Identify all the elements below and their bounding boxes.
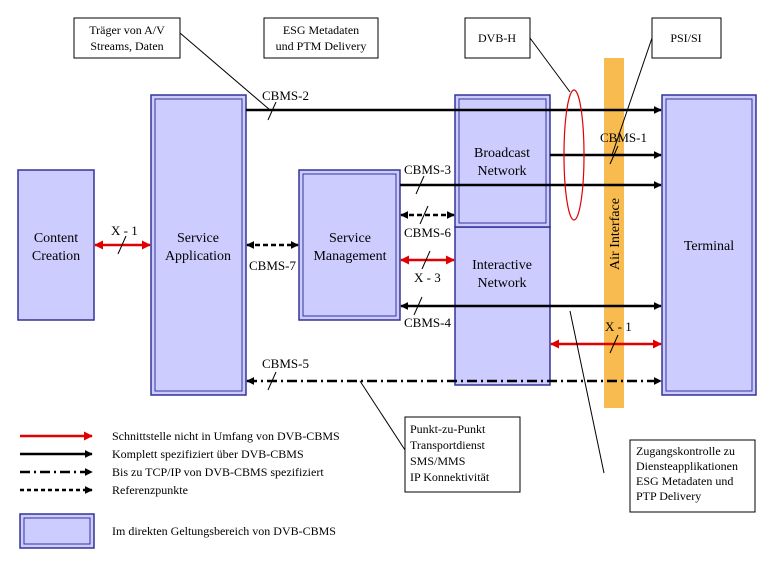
punkt-note: Punkt-zu-Punkt Transportdienst SMS/MMS I… (404, 416, 521, 493)
cbms-5-arrow (246, 371, 662, 391)
psisi-note: PSI/SI (651, 17, 722, 59)
cbms-6-label: CBMS-6 (404, 225, 451, 240)
dvb-h-note: DVB-H (464, 17, 531, 59)
cbms-7-label: CBMS-7 (249, 258, 296, 273)
zugang-note-line4: PTP Delivery (636, 489, 701, 503)
cbms-2-label: CBMS-2 (262, 88, 309, 103)
traeger-leader-line (179, 32, 271, 111)
content-creation-box: Content Creation (17, 169, 95, 321)
service-application-label-line1: Service (177, 231, 219, 246)
legend-label-red: Schnittstelle nicht in Umfang von DVB-CB… (112, 429, 340, 443)
cbms-3-arrow (400, 175, 662, 195)
zugang-note-line3: ESG Metadaten und (636, 474, 733, 488)
x-1-left-label: X - 1 (111, 223, 138, 238)
cbms-2-arrow (246, 101, 662, 121)
service-application-label-line2: Application (165, 249, 231, 264)
air-interface-band (604, 58, 624, 408)
interactive-network-label-line2: Network (478, 276, 527, 291)
x-1-right-arrow (550, 334, 662, 354)
legend-item-dashdot: Bis zu TCP/IP von DVB-CBMS spezifiziert (20, 465, 324, 479)
x-3-label: X - 3 (414, 270, 441, 285)
cbms-4-arrow (400, 296, 662, 316)
legend-item-dotted: Referenzpunkte (20, 483, 188, 497)
legend-label-box: Im direkten Geltungsbereich von DVB-CBMS (112, 524, 336, 538)
traeger-note-line2: Streams, Daten (90, 39, 163, 53)
broadcast-network-box: Broadcast Network (454, 94, 551, 228)
cbms-1-arrow (550, 145, 662, 165)
dvb-h-ellipse (563, 89, 585, 221)
zugang-note: Zugangskontrolle zu Diensteapplikationen… (629, 439, 756, 513)
psisi-leader-line (611, 37, 653, 156)
interactive-network-label-line1: Interactive (472, 258, 532, 273)
legend-label-solid: Komplett spezifiziert über DVB-CBMS (112, 447, 304, 461)
punkt-note-line1: Punkt-zu-Punkt (410, 422, 486, 436)
content-creation-label-line1: Content (34, 231, 78, 246)
cbms-3-label: CBMS-3 (404, 162, 451, 177)
zugang-note-line1: Zugangskontrolle zu (636, 444, 735, 458)
x-1-left-arrow (94, 235, 151, 255)
zugang-leader-line (569, 310, 605, 474)
legend-label-dotted: Referenzpunkte (112, 483, 188, 497)
cbms-1-label: CBMS-1 (600, 130, 647, 145)
punkt-leader-line (359, 380, 406, 451)
terminal-label: Terminal (684, 239, 734, 254)
punkt-note-line3: SMS/MMS (410, 454, 465, 468)
cbms-4-label: CBMS-4 (404, 315, 451, 330)
dvb-h-leader-line (529, 37, 571, 93)
broadcast-network-label-line1: Broadcast (474, 146, 530, 161)
punkt-note-line4: IP Konnektivität (410, 470, 490, 484)
service-application-box: Service Application (150, 94, 247, 396)
air-interface-label: Air Interface (608, 198, 623, 270)
terminal-box: Terminal (661, 94, 757, 396)
esg-note: ESG Metadaten und PTM Delivery (263, 17, 379, 59)
traeger-note: Träger von A/V Streams, Daten (73, 17, 181, 59)
dvb-h-note-label: DVB-H (478, 31, 516, 45)
service-management-label-line2: Management (313, 249, 386, 264)
esg-note-line1: ESG Metadaten (283, 23, 359, 37)
zugang-note-line2: Diensteapplikationen (636, 459, 738, 473)
psisi-note-label: PSI/SI (670, 31, 701, 45)
x-1-right-label: X - 1 (605, 319, 632, 334)
cbms-5-label: CBMS-5 (262, 356, 309, 371)
punkt-note-line2: Transportdienst (410, 438, 486, 452)
legend-item-red: Schnittstelle nicht in Umfang von DVB-CB… (20, 429, 340, 443)
service-management-box: Service Management (298, 169, 401, 321)
x-3-arrow (400, 250, 455, 270)
cbms-6-arrow (400, 205, 455, 225)
legend-item-box: Im direkten Geltungsbereich von DVB-CBMS (19, 513, 336, 549)
broadcast-network-label-line2: Network (478, 164, 527, 179)
traeger-note-line1: Träger von A/V (89, 23, 165, 37)
legend-label-dashdot: Bis zu TCP/IP von DVB-CBMS spezifiziert (112, 465, 324, 479)
content-creation-label-line2: Creation (32, 249, 80, 264)
legend: Schnittstelle nicht in Umfang von DVB-CB… (19, 429, 340, 549)
service-management-label-line1: Service (329, 231, 371, 246)
legend-item-solid: Komplett spezifiziert über DVB-CBMS (20, 447, 304, 461)
esg-note-line2: und PTM Delivery (276, 39, 367, 53)
